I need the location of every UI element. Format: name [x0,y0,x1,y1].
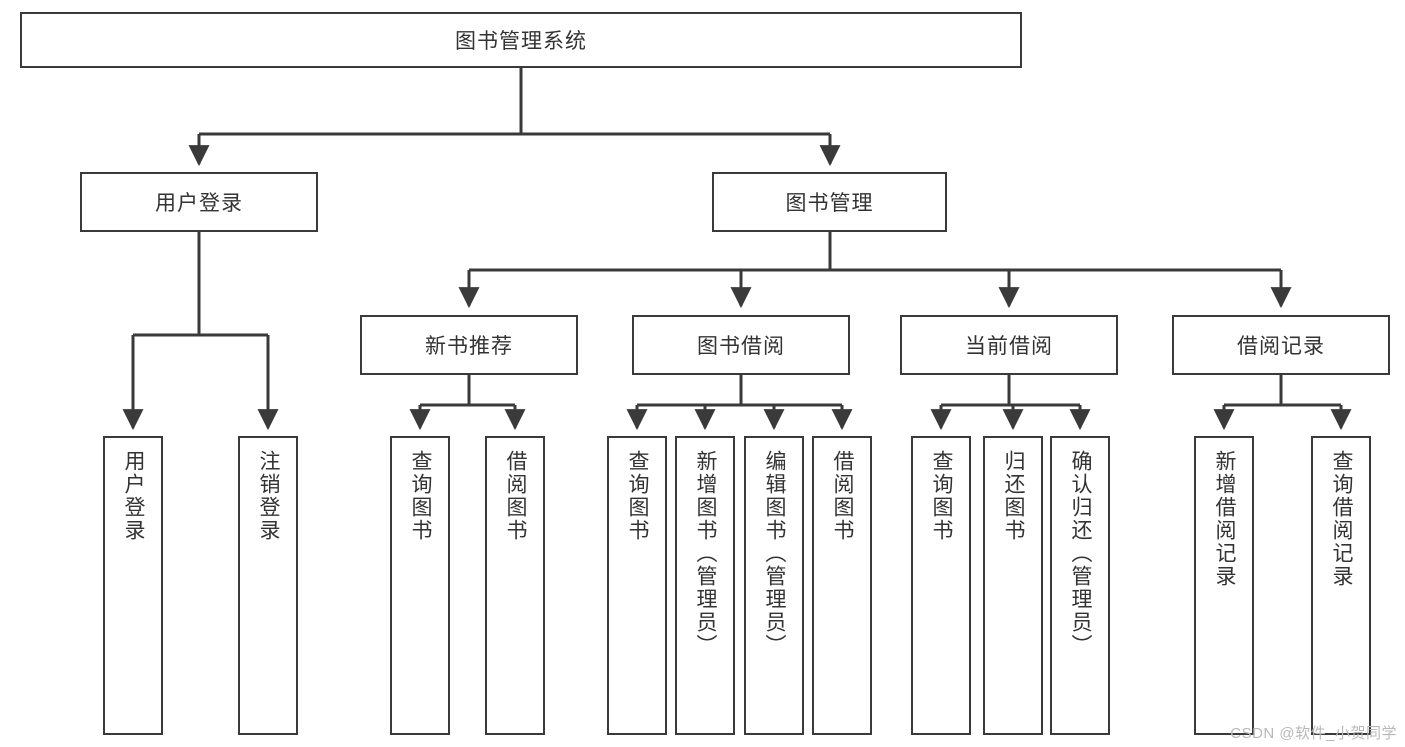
leaf-borrow-borrow-book-label: 借阅图书 [831,450,855,542]
node-book-borrow[interactable]: 图书借阅 [632,315,850,375]
leaf-borrow-borrow-book[interactable]: 借阅图书 [812,436,872,735]
leaf-recommend-borrow-book[interactable]: 借阅图书 [485,436,545,735]
leaf-current-confirm-return[interactable]: 确认归还（管理员） [1050,436,1110,735]
node-root-label: 图书管理系统 [455,30,587,53]
leaf-recommend-query-book[interactable]: 查询图书 [390,436,450,735]
node-borrow-record-label: 借阅记录 [1237,335,1325,358]
node-borrow-record[interactable]: 借阅记录 [1172,315,1390,375]
leaf-current-return-book[interactable]: 归还图书 [983,436,1043,735]
leaf-logout[interactable]: 注销登录 [238,436,298,735]
leaf-current-return-book-label: 归还图书 [1002,450,1026,542]
leaf-borrow-query-book-label: 查询图书 [626,450,650,542]
leaf-recommend-borrow-book-label: 借阅图书 [504,450,528,542]
node-book-borrow-label: 图书借阅 [697,335,785,358]
node-user-login[interactable]: 用户登录 [80,172,318,232]
leaf-borrow-add-book[interactable]: 新增图书（管理员） [675,436,735,735]
leaf-record-add-record-label: 新增借阅记录 [1213,450,1237,588]
node-root[interactable]: 图书管理系统 [20,12,1022,68]
leaf-current-confirm-return-label: 确认归还（管理员） [1069,450,1093,657]
node-user-login-label: 用户登录 [155,192,243,215]
leaf-borrow-edit-book-label: 编辑图书（管理员） [763,450,787,657]
node-book-management-label: 图书管理 [785,192,874,215]
leaf-current-query-book-label: 查询图书 [930,450,954,542]
leaf-record-query-record[interactable]: 查询借阅记录 [1311,436,1371,735]
leaf-current-query-book[interactable]: 查询图书 [911,436,971,735]
leaf-user-login[interactable]: 用户登录 [103,436,163,735]
node-new-book-recommend-label: 新书推荐 [425,335,513,358]
node-book-management[interactable]: 图书管理 [712,172,947,232]
node-current-borrow[interactable]: 当前借阅 [900,315,1118,375]
leaf-borrow-query-book[interactable]: 查询图书 [607,436,667,735]
leaf-user-login-label: 用户登录 [122,450,146,542]
leaf-record-add-record[interactable]: 新增借阅记录 [1194,436,1254,735]
leaf-record-query-record-label: 查询借阅记录 [1330,450,1354,588]
leaf-recommend-query-book-label: 查询图书 [409,450,433,542]
node-current-borrow-label: 当前借阅 [965,335,1053,358]
leaf-borrow-edit-book[interactable]: 编辑图书（管理员） [744,436,804,735]
leaf-logout-label: 注销登录 [257,450,281,542]
leaf-borrow-add-book-label: 新增图书（管理员） [694,450,718,657]
node-new-book-recommend[interactable]: 新书推荐 [360,315,578,375]
